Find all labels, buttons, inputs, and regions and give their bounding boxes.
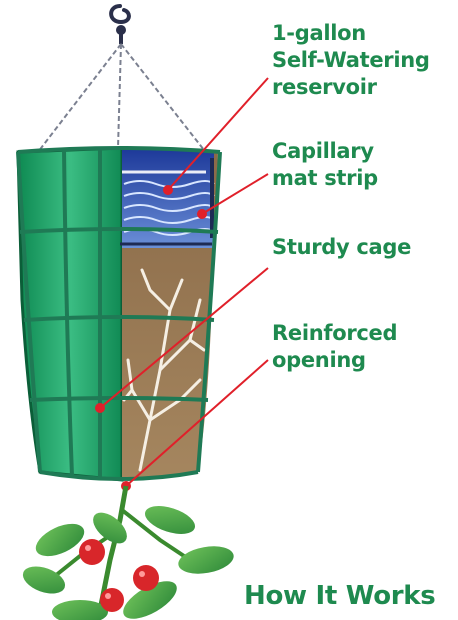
tomato-plant: [22, 485, 234, 620]
callout-reservoir: 1-gallon Self-Watering reservoir: [272, 21, 430, 99]
root-system: [122, 268, 206, 472]
callout-capillary-mat: Capillary mat strip: [272, 139, 378, 190]
callout-leaders: [95, 77, 269, 491]
diagram-title: How It Works: [244, 581, 436, 611]
tomato-fruit: [79, 539, 105, 565]
callout-opening: Reinforced opening: [272, 321, 398, 372]
tomato-fruit: [100, 588, 124, 612]
water-reservoir: [120, 150, 215, 248]
hook-icon: [109, 4, 131, 44]
hanging-chains: [37, 43, 205, 153]
callout-cage: Sturdy cage: [272, 235, 412, 259]
tomato-fruit: [133, 565, 159, 591]
